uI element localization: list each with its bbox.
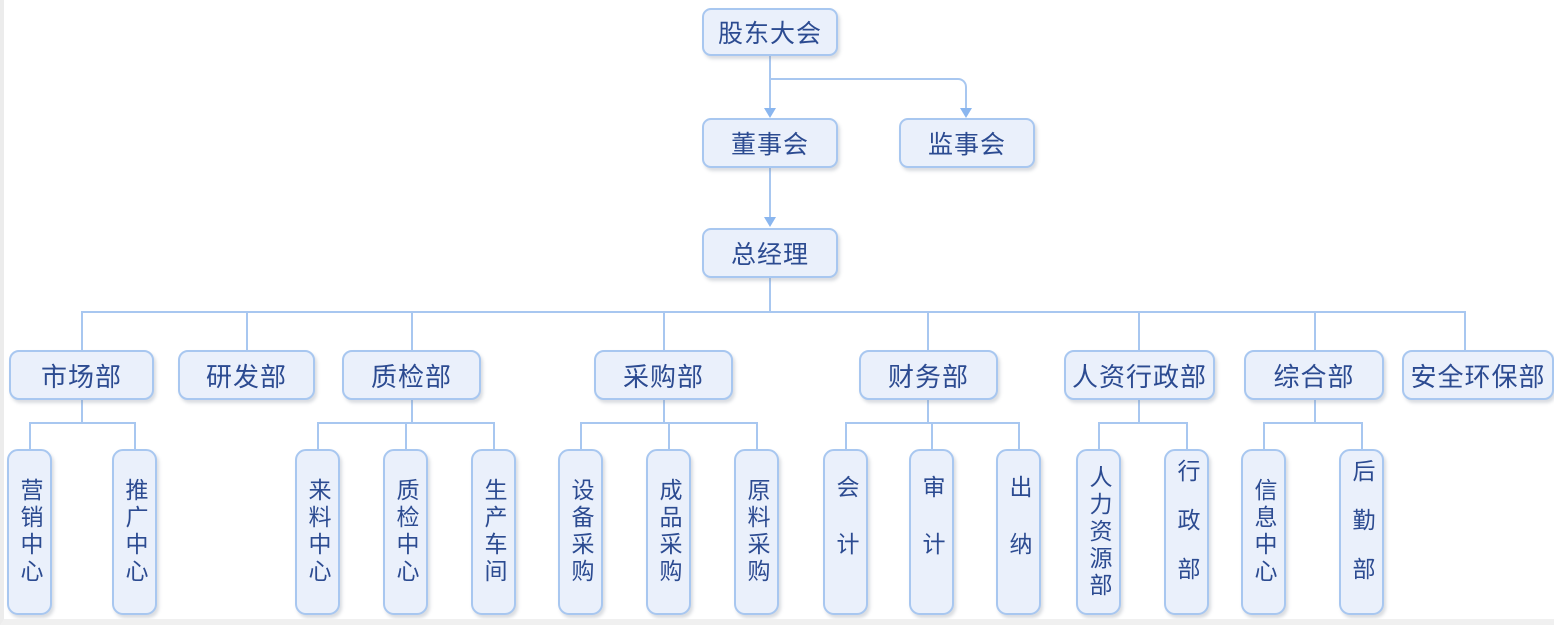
connector-bus-to-dept-7 bbox=[1464, 311, 1466, 350]
node-subunit-4-2[interactable]: 出纳 bbox=[996, 449, 1041, 615]
node-subunit-0-1-label: 推广中心 bbox=[122, 478, 147, 586]
arrowhead-supervisors bbox=[960, 108, 972, 118]
node-subunit-6-1-label: 后勤部 bbox=[1349, 458, 1374, 606]
node-department-2[interactable]: 质检部 bbox=[342, 350, 481, 400]
node-department-6-label: 综合部 bbox=[1273, 362, 1355, 392]
node-department-5-label: 人资行政部 bbox=[1071, 362, 1207, 392]
node-department-6[interactable]: 综合部 bbox=[1244, 350, 1384, 400]
connector-dept-5-drop bbox=[1138, 400, 1140, 423]
node-general-manager-label: 总经理 bbox=[730, 242, 809, 269]
node-department-3[interactable]: 采购部 bbox=[594, 350, 733, 400]
connector-dept-6-stub-0 bbox=[1263, 422, 1265, 449]
node-subunit-3-1[interactable]: 成品采购 bbox=[646, 449, 691, 615]
node-subunit-4-1[interactable]: 审计 bbox=[909, 449, 954, 615]
connector-shareholders-supervisors bbox=[769, 78, 967, 112]
connector-dept-6-bar bbox=[1263, 422, 1363, 424]
connector-dept-4-stub-2 bbox=[1018, 422, 1020, 449]
node-department-2-label: 质检部 bbox=[370, 362, 452, 392]
connector-dept-0-stub-1 bbox=[134, 422, 136, 449]
node-subunit-3-2[interactable]: 原料采购 bbox=[734, 449, 779, 615]
node-board-label: 董事会 bbox=[730, 132, 809, 159]
node-subunit-4-0[interactable]: 会计 bbox=[823, 449, 868, 615]
node-department-7-label: 安全环保部 bbox=[1410, 362, 1546, 392]
connector-bus-to-dept-3 bbox=[663, 311, 665, 350]
node-subunit-3-2-label: 原料采购 bbox=[744, 478, 769, 586]
connector-bus-to-dept-5 bbox=[1138, 311, 1140, 350]
connector-bus-to-dept-2 bbox=[411, 311, 413, 350]
node-subunit-2-2[interactable]: 生产车间 bbox=[471, 449, 516, 615]
connector-board-gm bbox=[769, 168, 771, 220]
connector-dept-3-stub-2 bbox=[756, 422, 758, 449]
connector-bus-to-dept-6 bbox=[1314, 311, 1316, 350]
node-supervisors[interactable]: 监事会 bbox=[899, 118, 1035, 168]
node-subunit-5-0[interactable]: 人力资源部 bbox=[1076, 449, 1121, 615]
node-subunit-2-1[interactable]: 质检中心 bbox=[383, 449, 428, 615]
connector-bus-to-dept-4 bbox=[927, 311, 929, 350]
node-supervisors-label: 监事会 bbox=[927, 132, 1006, 159]
node-subunit-2-1-label: 质检中心 bbox=[393, 478, 418, 586]
node-shareholders-label: 股东大会 bbox=[717, 21, 822, 48]
node-shareholders[interactable]: 股东大会 bbox=[702, 8, 838, 56]
connector-dept-2-drop bbox=[411, 400, 413, 423]
node-subunit-6-0[interactable]: 信息中心 bbox=[1241, 449, 1286, 615]
node-subunit-5-0-label: 人力资源部 bbox=[1086, 464, 1111, 600]
connector-dept-5-bar bbox=[1098, 422, 1188, 424]
connector-bus-to-dept-1 bbox=[246, 311, 248, 350]
node-board[interactable]: 董事会 bbox=[702, 118, 838, 168]
connector-gm-drop bbox=[769, 278, 771, 312]
node-subunit-4-1-label: 审计 bbox=[919, 475, 944, 589]
connector-dept-4-drop bbox=[927, 400, 929, 423]
node-department-3-label: 采购部 bbox=[622, 362, 704, 392]
node-subunit-2-0-label: 来料中心 bbox=[305, 478, 330, 586]
node-department-4-label: 财务部 bbox=[887, 362, 969, 392]
connector-dept-0-stub-0 bbox=[29, 422, 31, 449]
connector-dept-2-stub-0 bbox=[317, 422, 319, 449]
node-department-1-label: 研发部 bbox=[205, 362, 287, 392]
node-general-manager[interactable]: 总经理 bbox=[702, 228, 838, 278]
node-department-1[interactable]: 研发部 bbox=[178, 350, 315, 400]
connector-dept-3-stub-0 bbox=[580, 422, 582, 449]
connector-dept-0-bar bbox=[29, 422, 136, 424]
connector-bus-to-dept-0 bbox=[81, 311, 83, 350]
node-subunit-4-0-label: 会计 bbox=[833, 475, 858, 589]
node-subunit-4-2-label: 出纳 bbox=[1006, 475, 1031, 589]
connector-department-bus bbox=[81, 311, 1465, 313]
node-subunit-3-0-label: 设备采购 bbox=[568, 478, 593, 586]
connector-dept-6-stub-1 bbox=[1361, 422, 1363, 449]
node-department-5[interactable]: 人资行政部 bbox=[1064, 350, 1215, 400]
node-subunit-0-0-label: 营销中心 bbox=[17, 478, 42, 586]
connector-dept-3-stub-1 bbox=[668, 422, 670, 449]
node-subunit-0-0[interactable]: 营销中心 bbox=[7, 449, 52, 615]
node-department-4[interactable]: 财务部 bbox=[859, 350, 998, 400]
connector-dept-6-drop bbox=[1314, 400, 1316, 423]
node-subunit-2-2-label: 生产车间 bbox=[481, 478, 506, 586]
connector-dept-2-stub-1 bbox=[405, 422, 407, 449]
connector-dept-3-drop bbox=[663, 400, 665, 423]
node-subunit-6-1[interactable]: 后勤部 bbox=[1339, 449, 1384, 615]
connector-dept-0-drop bbox=[81, 400, 83, 423]
node-subunit-3-0[interactable]: 设备采购 bbox=[558, 449, 603, 615]
connector-dept-4-stub-0 bbox=[845, 422, 847, 449]
node-department-7[interactable]: 安全环保部 bbox=[1402, 350, 1554, 400]
node-subunit-5-1[interactable]: 行政部 bbox=[1164, 449, 1209, 615]
node-subunit-2-0[interactable]: 来料中心 bbox=[295, 449, 340, 615]
connector-dept-5-stub-1 bbox=[1186, 422, 1188, 449]
arrowhead-board bbox=[764, 108, 776, 118]
node-department-0[interactable]: 市场部 bbox=[9, 350, 154, 400]
connector-dept-2-stub-2 bbox=[493, 422, 495, 449]
node-subunit-5-1-label: 行政部 bbox=[1174, 458, 1199, 606]
node-subunit-3-1-label: 成品采购 bbox=[656, 478, 681, 586]
node-subunit-0-1[interactable]: 推广中心 bbox=[112, 449, 157, 615]
node-subunit-6-0-label: 信息中心 bbox=[1251, 478, 1276, 586]
connector-dept-4-stub-1 bbox=[931, 422, 933, 449]
node-department-0-label: 市场部 bbox=[40, 362, 122, 392]
connector-dept-5-stub-0 bbox=[1098, 422, 1100, 449]
arrowhead-general-manager bbox=[764, 217, 776, 227]
